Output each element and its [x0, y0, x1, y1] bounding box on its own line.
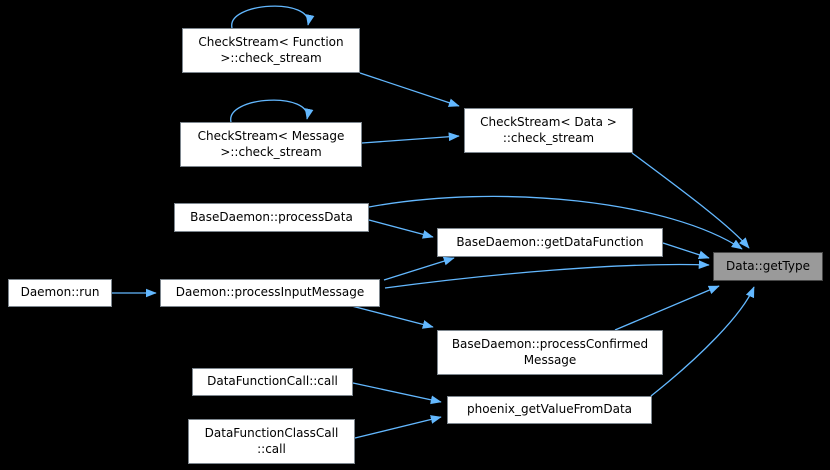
node-label: BaseDaemon::processData	[190, 209, 353, 224]
node-label: Daemon::run	[20, 285, 100, 300]
edge-checkstream-message-self-loop	[230, 99, 314, 123]
node-label: Daemon::processInputMessage	[175, 285, 365, 300]
node-basedaemon-get-data-function[interactable]: BaseDaemon::getDataFunction	[437, 228, 663, 257]
edge-basedaemon-process-data-to-basedaemon-get-data-function	[368, 219, 434, 239]
node-daemon-run[interactable]: Daemon::run	[8, 279, 112, 307]
node-label: phoenix_getValueFromData	[466, 402, 633, 417]
node-basedaemon-process-data[interactable]: BaseDaemon::processData	[174, 203, 369, 232]
edge-checkstream-function-to-checkstream-data	[359, 72, 460, 107]
edge-basedaemon-get-data-function-to-data-gettype	[662, 242, 710, 260]
node-checkstream-message[interactable]: CheckStream< Message >::check_stream	[180, 122, 362, 167]
edge-basedaemon-process-confirmed-message-to-data-gettype	[614, 285, 720, 331]
edge-daemon-process-input-message-to-basedaemon-get-data-function	[383, 256, 455, 281]
edge-daemon-process-input-message-to-basedaemon-process-confirmed-message	[339, 302, 434, 329]
edge-checkstream-message-to-checkstream-data	[361, 132, 460, 144]
node-checkstream-function[interactable]: CheckStream< Function >::check_stream	[182, 28, 360, 73]
node-data-gettype: Data::getType	[713, 252, 823, 281]
node-label: CheckStream< Function >::check_stream	[198, 34, 344, 65]
node-basedaemon-process-confirmed-message[interactable]: BaseDaemon::processConfirmed Message	[437, 330, 663, 375]
edge-basedaemon-process-data-to-data-gettype	[368, 195, 743, 250]
node-datafunctioncall-call[interactable]: DataFunctionCall::call	[192, 368, 353, 396]
node-label: DataFunctionClassCall ::call	[204, 425, 339, 456]
node-phoenix-get-value-from-data[interactable]: phoenix_getValueFromData	[447, 396, 652, 424]
node-checkstream-data[interactable]: CheckStream< Data > ::check_stream	[464, 108, 633, 153]
edge-datafunctionclasscall-call-to-phoenix-get-value-from-data	[354, 415, 442, 439]
node-label: Data::getType	[725, 258, 810, 273]
edge-phoenix-get-value-from-data-to-data-gettype	[650, 286, 755, 397]
node-label: CheckStream< Data > ::check_stream	[480, 114, 617, 145]
node-label: DataFunctionCall::call	[207, 374, 338, 389]
node-label: CheckStream< Message >::check_stream	[197, 128, 345, 159]
edge-datafunctioncall-call-to-phoenix-get-value-from-data	[352, 382, 442, 405]
edge-checkstream-function-self-loop	[231, 5, 315, 29]
node-datafunctionclasscall-call[interactable]: DataFunctionClassCall ::call	[188, 419, 355, 464]
node-label: BaseDaemon::getDataFunction	[456, 234, 644, 249]
edge-daemon-process-input-message-to-data-gettype	[384, 260, 710, 289]
node-daemon-process-input-message[interactable]: Daemon::processInputMessage	[160, 279, 380, 307]
node-label: BaseDaemon::processConfirmed Message	[451, 336, 649, 367]
